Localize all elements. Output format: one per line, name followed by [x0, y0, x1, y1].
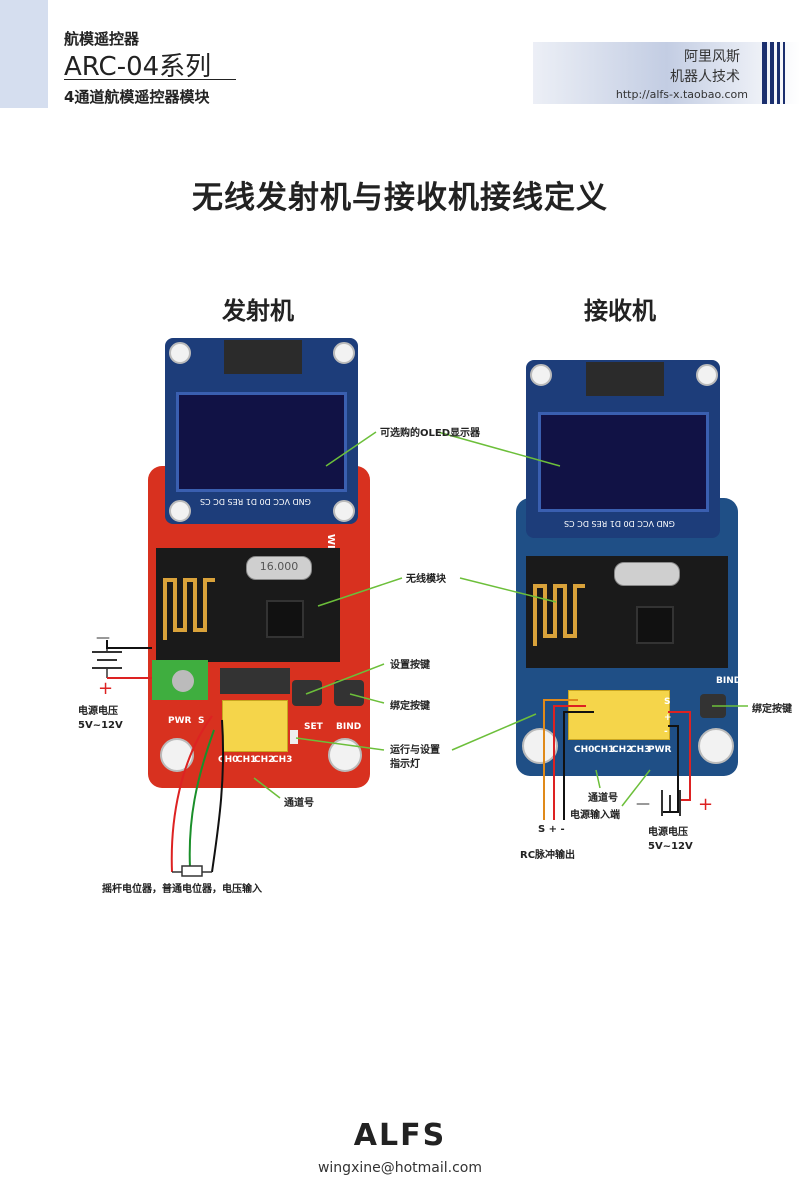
tx-antenna-icon: [163, 578, 215, 640]
power-input-rx-annotation: 电源输入端: [570, 810, 620, 821]
rx-ch2-silk: CH2: [612, 745, 633, 755]
tx-crystal: 16.000: [246, 556, 312, 580]
pulse-pins-annotation: S + -: [538, 824, 565, 835]
rx-pwr-silk: PWR: [648, 745, 672, 755]
tx-ch3-silk: CH3: [272, 755, 293, 765]
rx-rf-chip: [636, 606, 674, 644]
rx-bind-silk: BIND: [716, 676, 742, 686]
header-model: ARC-04系列: [64, 52, 212, 82]
rx-oled-screen: [538, 412, 709, 512]
set-button-annotation: 设置按键: [390, 660, 430, 671]
rx-minus-silk: -: [664, 727, 668, 737]
header-subtitle: 4通道航模遥控器模块: [64, 88, 210, 106]
oled-annotation: 可选购的OLED显示器: [380, 428, 481, 439]
tx-ch1-silk: CH1: [236, 755, 257, 765]
tx-ch2-silk: CH2: [254, 755, 275, 765]
tx-set-silk: SET: [304, 722, 323, 732]
bind-button-tx-annotation: 绑定按键: [390, 701, 430, 712]
rx-mount-hole: [698, 728, 734, 764]
tx-terminal-screw: [172, 670, 194, 692]
tx-oled-screen: [176, 392, 347, 492]
tx-indicator-led: [290, 730, 298, 744]
rx-channel-pins: [568, 690, 670, 740]
power-voltage-rx-annotation: 电源电压 5V~12V: [648, 827, 693, 852]
tx-channel-pins: [222, 700, 288, 752]
bind-button-rx-annotation: 绑定按键: [752, 704, 792, 715]
rx-oled-hole: [696, 364, 718, 386]
header-url[interactable]: http://alfs-x.taobao.com: [615, 88, 748, 101]
power-voltage-tx-annotation: 电源电压 5V~12V: [78, 706, 123, 731]
rx-crystal: [614, 562, 680, 586]
header-series: 航模遥控器: [64, 30, 140, 48]
footer-brand: ALFS: [353, 1118, 447, 1153]
rx-plus-silk: +: [664, 713, 672, 723]
tx-pwr-silk: PWR: [168, 716, 192, 726]
rx-oled-hole: [530, 364, 552, 386]
tx-mount-hole: [160, 738, 194, 772]
rx-ch3-silk: CH3: [630, 745, 651, 755]
rx-mount-hole: [522, 728, 558, 764]
tx-battery-minus: —: [96, 630, 110, 646]
indicator-annotation: 运行与设置 指示灯: [390, 745, 440, 770]
transmitter-heading: 发射机: [222, 297, 294, 325]
rx-s-silk: S: [664, 697, 671, 707]
tx-oled-hole: [333, 342, 355, 364]
rc-pulse-annotation: RC脉冲输出: [520, 850, 576, 861]
tx-bind-button[interactable]: [334, 680, 364, 706]
tx-oled-ribbon: [224, 340, 302, 374]
tx-oled-hole: [169, 500, 191, 522]
channel-tx-annotation: 通道号: [284, 798, 314, 809]
header-right-banner: [533, 42, 800, 104]
channel-rx-annotation: 通道号: [588, 793, 618, 804]
tx-ch0-silk: CH0: [218, 755, 239, 765]
tx-oled-hole: [169, 342, 191, 364]
header-left-accent: [0, 0, 48, 108]
rx-antenna-icon: [533, 584, 585, 646]
tx-resistors: [220, 668, 290, 694]
potentiometer-annotation: 摇杆电位器，普通电位器，电压输入: [102, 884, 262, 895]
header-company-line2: 机器人技术: [670, 69, 740, 85]
tx-mount-hole: [328, 738, 362, 772]
page-title: 无线发射机与接收机接线定义: [192, 180, 608, 216]
header-stripes: [762, 42, 785, 104]
rx-battery-plus: +: [698, 794, 714, 815]
wireless-annotation: 无线模块: [406, 574, 446, 585]
header-divider: [64, 79, 236, 80]
tx-oled-hole: [333, 500, 355, 522]
footer-email[interactable]: wingxine@hotmail.com: [317, 1160, 483, 1176]
tx-battery-plus: +: [98, 678, 114, 699]
tx-bind-silk: BIND: [336, 722, 362, 732]
receiver-heading: 接收机: [584, 297, 656, 325]
tx-rf-chip: [266, 600, 304, 638]
rx-ch0-silk: CH0: [574, 745, 595, 755]
rx-battery-minus: —: [636, 796, 650, 812]
rx-ch1-silk: CH1: [594, 745, 615, 755]
tx-s-silk: S: [198, 716, 205, 726]
rx-oled-ribbon: [586, 362, 664, 396]
header-company-line1: 阿里风斯: [684, 49, 740, 65]
